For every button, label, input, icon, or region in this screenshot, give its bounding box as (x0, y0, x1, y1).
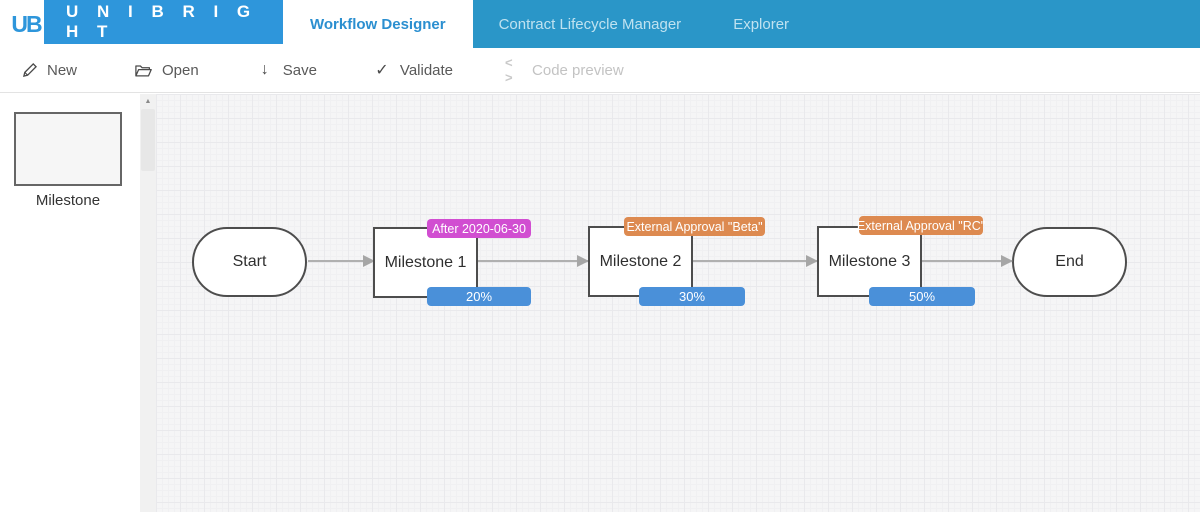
node-start[interactable]: Start (192, 227, 307, 297)
node-start-label: Start (232, 253, 267, 270)
code-preview-button[interactable]: < > Code preview (505, 55, 624, 85)
pencil-icon (20, 61, 38, 79)
tab-contract-lifecycle-manager[interactable]: Contract Lifecycle Manager (498, 15, 682, 33)
check-icon: ✓ (375, 62, 389, 79)
open-label: Open (162, 61, 199, 79)
app-header: UB U N I B R I G H T Workflow Designer C… (0, 0, 1200, 48)
designer-toolbar: New Open ↓ Save ✓ Validate < > Code prev… (0, 48, 1200, 93)
node-end[interactable]: End (1012, 227, 1127, 297)
edge-m3-end (922, 255, 1013, 267)
workflow-canvas[interactable]: Start Milestone 1 After 2020-06-30 20% M… (156, 94, 1200, 512)
node-milestone-1-label: Milestone 1 (384, 253, 467, 271)
validate-label: Validate (399, 61, 454, 79)
palette-item-milestone[interactable]: Milestone (14, 112, 122, 209)
new-label: New (47, 61, 78, 79)
node-milestone-3[interactable]: Milestone 3 External Approval "RC" 50% (817, 216, 985, 306)
brand-block: U N I B R I G H T (44, 0, 283, 44)
main-tabs: Workflow Designer Contract Lifecycle Man… (283, 0, 815, 48)
edge-m1-m2 (478, 255, 589, 267)
edge-m2-m3 (693, 255, 818, 267)
canvas-vertical-scrollbar[interactable]: ▲ (140, 94, 156, 512)
save-label: Save (282, 61, 317, 79)
work-area: Milestone ▲ Start Milestone 1 After 2020… (0, 94, 1200, 512)
scrollbar-thumb[interactable] (141, 109, 155, 171)
open-button[interactable]: Open (135, 61, 199, 79)
node-milestone-1[interactable]: Milestone 1 After 2020-06-30 20% (373, 219, 531, 306)
code-brackets-icon: < > (505, 55, 514, 85)
condition-badge-milestone-1[interactable]: After 2020-06-30 (427, 219, 531, 238)
scroll-up-icon[interactable]: ▲ (144, 97, 152, 105)
tab-workflow-designer[interactable]: Workflow Designer (283, 0, 473, 48)
palette-item-label: Milestone (35, 192, 101, 209)
progress-badge-milestone-1[interactable]: 20% (427, 287, 531, 306)
download-arrow-icon: ↓ (260, 61, 269, 78)
validate-button[interactable]: ✓ Validate (373, 61, 454, 80)
code-preview-label: Code preview (532, 61, 624, 79)
progress-badge-milestone-2[interactable]: 30% (639, 287, 745, 306)
tab-explorer[interactable]: Explorer (733, 15, 790, 33)
unibright-logo-icon: UB (11, 10, 42, 37)
edge-start-m1 (308, 255, 375, 267)
shape-palette: Milestone (0, 94, 140, 512)
node-milestone-3-label: Milestone 3 (828, 252, 911, 270)
condition-badge-milestone-2[interactable]: External Approval "Beta" (624, 217, 765, 236)
condition-badge-milestone-3[interactable]: External Approval "RC" (857, 216, 985, 235)
node-milestone-2[interactable]: Milestone 2 External Approval "Beta" 30% (588, 217, 765, 306)
save-button[interactable]: ↓ Save (256, 61, 317, 79)
milestone-shape-preview (14, 112, 122, 186)
new-button[interactable]: New (20, 61, 77, 79)
folder-open-icon (135, 61, 153, 79)
progress-badge-milestone-3[interactable]: 50% (869, 287, 975, 306)
node-end-label: End (1055, 253, 1084, 270)
node-milestone-2-label: Milestone 2 (599, 252, 682, 270)
brand-name: U N I B R I G H T (66, 2, 258, 41)
